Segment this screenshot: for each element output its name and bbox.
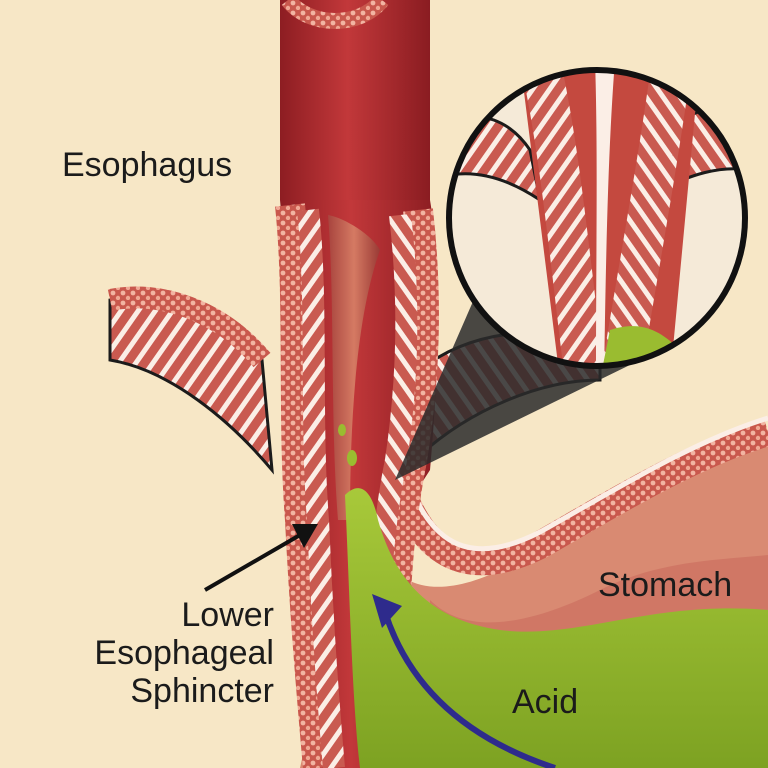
sphincter-pointer-arrow [203,524,318,592]
acid-fluid [338,424,768,768]
diaphragm-left [107,286,274,475]
esophagus-label: Esophagus [62,146,233,184]
acid-label: Acid [512,683,579,721]
acid-arrow [372,594,556,768]
sphincter-label-line2: Esophageal [94,634,274,673]
sphincter-label-line3: Sphincter [130,672,274,711]
lower-esophageal-sphincter-label: Lower Esophageal Sphincter [94,596,274,710]
sphincter-label-line1: Lower [181,596,274,634]
magnified-view [446,67,748,369]
stomach-label: Stomach [598,566,733,604]
